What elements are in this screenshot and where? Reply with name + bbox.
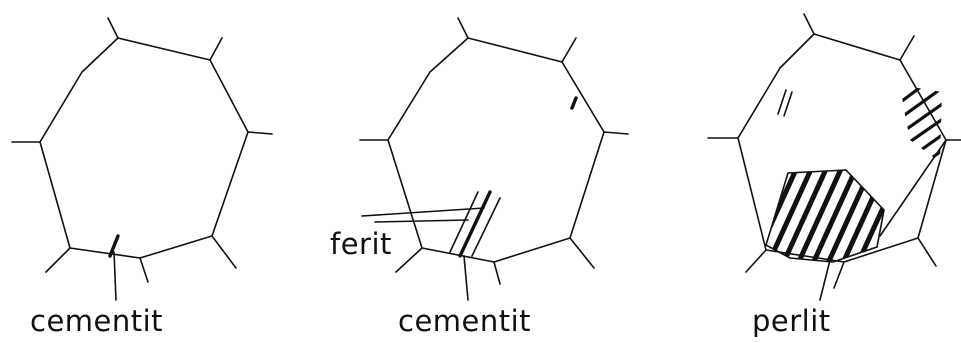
panel-2-label-ferit: ferit [330, 227, 392, 261]
panel-3-pearlite-colony-main [766, 170, 884, 262]
panel-1-cementite-nucleus [108, 234, 120, 258]
panel-2-ferrite-leader-lines [361, 207, 485, 223]
panel-2-label-cementit: cementit [398, 304, 531, 338]
panel-3-leader-line [819, 251, 833, 301]
panel-3-pearlite-colony-top [900, 85, 942, 162]
panel-2-cementite-plate [458, 190, 492, 258]
panel-2-small-cementite [570, 96, 578, 110]
panel-2-grain-boundary [387, 37, 605, 263]
panel-1-leader-line [113, 251, 117, 301]
panel-3-label-perlit: perlit [752, 304, 831, 338]
panel-1-grain-boundary [39, 37, 249, 259]
panel-3-grain: perlit [707, 13, 961, 338]
panel-3-small-lamella [777, 89, 793, 117]
panel-1-neighbour-boundaries [11, 17, 273, 283]
panel-1-grain: cementit [11, 17, 273, 338]
panel-2-ferrite-plates [449, 191, 501, 257]
panel-2-grain: ferit cementit [330, 17, 629, 338]
panel-3-colony-outline [765, 169, 885, 263]
panel-1-label-cementit: cementit [30, 304, 163, 338]
panel-2-neighbour-boundaries [359, 17, 629, 285]
panel-2-cementite-leader-line [463, 255, 469, 301]
